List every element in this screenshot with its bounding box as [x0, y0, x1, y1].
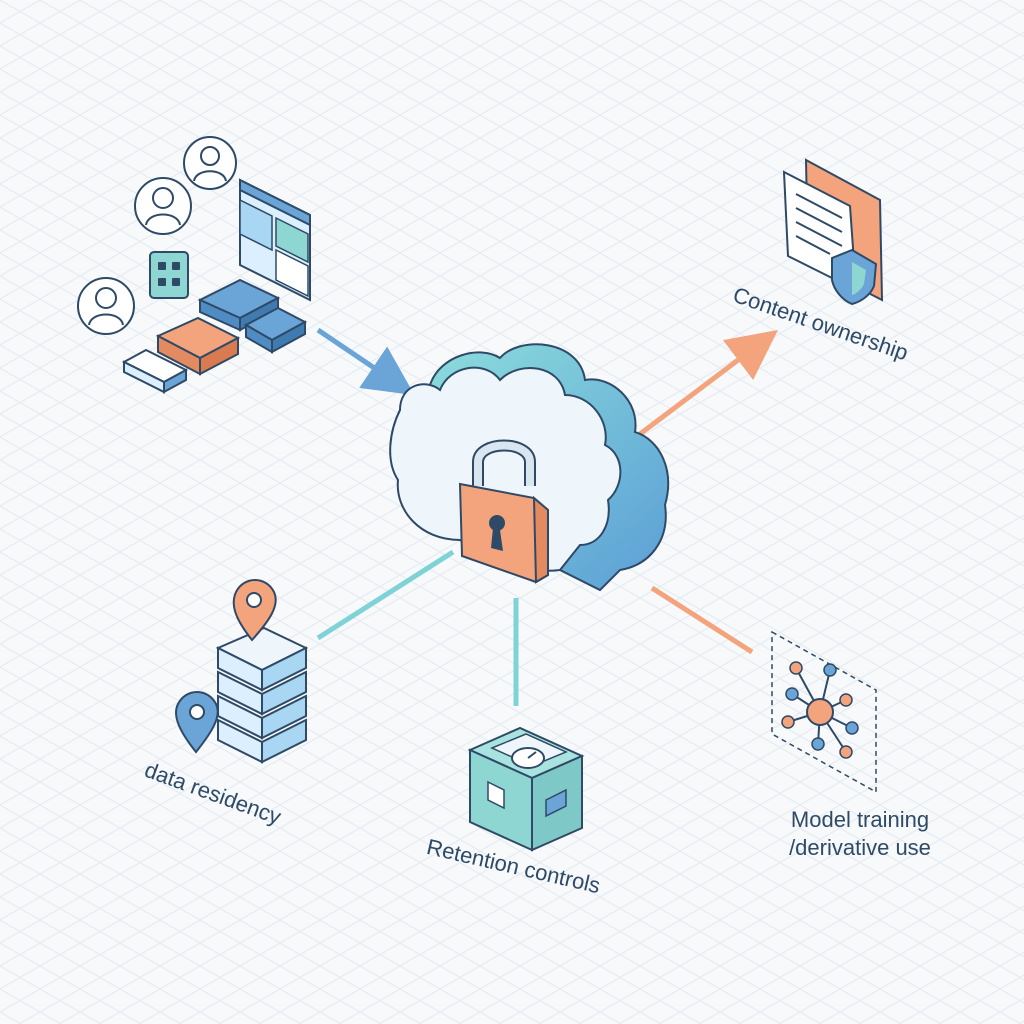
small-card-icon	[121, 348, 189, 394]
label-model-training-line1: Model training	[790, 807, 930, 832]
orange-block-icon	[155, 316, 241, 376]
cloud-lock-icon	[389, 343, 670, 592]
user-avatar-icon	[134, 177, 192, 235]
line-cloud-to-residency	[316, 549, 455, 641]
server-location-icon	[175, 579, 309, 764]
line-cloud-to-training	[650, 585, 754, 655]
server-stack	[215, 626, 309, 764]
user-avatar-icon	[77, 277, 135, 335]
window-panel-icon	[239, 178, 311, 302]
connectors	[316, 327, 778, 706]
network-node-icon	[771, 630, 877, 794]
arrow-cloud-to-ownership	[638, 329, 778, 436]
box-clock-icon	[467, 726, 585, 852]
app-grid-icon	[149, 251, 189, 299]
user-avatar-icon	[183, 136, 237, 190]
user-app-cluster-icon	[77, 136, 311, 394]
label-model-training: Model training /derivative use	[760, 806, 960, 862]
card-block-icon	[197, 278, 308, 354]
arrow-inputs-to-cloud	[316, 327, 415, 396]
document-shield-icon	[782, 158, 884, 306]
label-model-training-line2: /derivative use	[789, 835, 931, 860]
location-pin-icon	[232, 579, 277, 642]
location-pin-icon	[175, 691, 219, 754]
